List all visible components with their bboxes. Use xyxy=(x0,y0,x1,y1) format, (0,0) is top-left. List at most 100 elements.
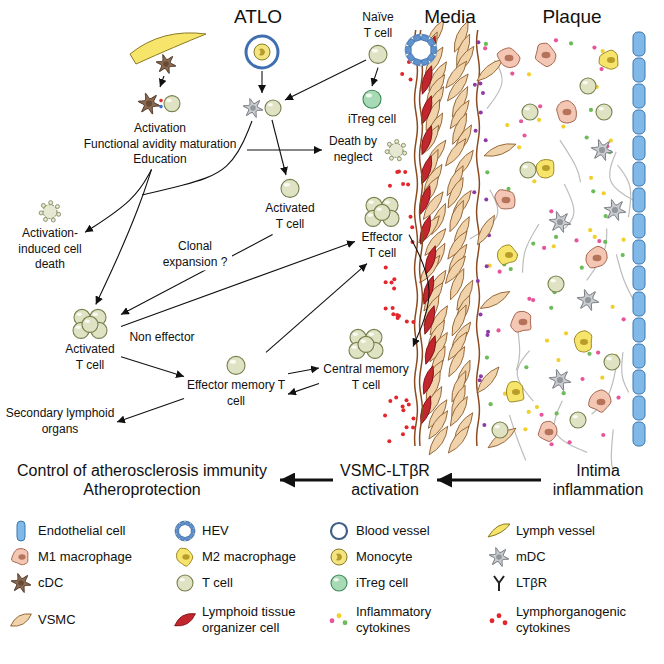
node-label: Activated T cell xyxy=(61,342,119,373)
node-texts: Effector memory T cell xyxy=(186,378,286,409)
t-cell xyxy=(522,104,538,120)
inflammatory-cytokine xyxy=(596,351,600,355)
elastic-lamina xyxy=(415,30,418,446)
inflammatory-cytokine xyxy=(621,238,625,242)
hev-cell xyxy=(406,46,411,53)
endothelial-cell xyxy=(633,292,645,316)
nucleus xyxy=(607,57,615,63)
legend-item: M2 macrophage xyxy=(172,546,330,568)
lymphorganogenic-cytokine xyxy=(400,72,404,76)
legend-item: LTβR xyxy=(486,572,656,594)
lymphorganogenic-cytokine xyxy=(390,280,394,284)
cell-highlight xyxy=(166,99,172,103)
inflammatory-cytokine xyxy=(601,49,605,53)
endothelial-cell xyxy=(633,266,645,290)
lymphorganogenic-cytokine xyxy=(395,170,399,174)
cell-node: ActivationFunctional avidity maturationE… xyxy=(75,89,245,168)
collagen-fiber xyxy=(510,415,526,460)
m1-macrophage xyxy=(511,311,531,332)
cell-highlight xyxy=(368,200,374,204)
lymphorganogenic-cytokine xyxy=(388,399,392,403)
legend-label: LTβR xyxy=(516,575,656,591)
node-label: Naïve T cell xyxy=(358,10,398,41)
inflammatory-cytokine xyxy=(574,238,578,242)
inflammatory-cytokine xyxy=(569,41,573,45)
cell-node: Activated T cell xyxy=(61,306,119,373)
inflammatory-cytokine xyxy=(531,241,535,245)
cytokine-dot xyxy=(474,129,478,133)
cell-highlight xyxy=(384,200,390,204)
cluster-icon xyxy=(362,194,402,228)
inflammatory-cytokine xyxy=(589,176,593,180)
t-icon xyxy=(367,44,389,66)
hev-cell xyxy=(176,533,181,539)
inflammatory-cytokine xyxy=(592,45,596,49)
endothelial-cell xyxy=(633,214,645,238)
legend-icon xyxy=(8,572,34,594)
inflammatory-cytokine xyxy=(484,42,488,46)
cell-highlight xyxy=(367,213,373,217)
legend-label: VSMC xyxy=(38,612,166,628)
lymphorganogenic-cytokine xyxy=(392,286,396,290)
arrow-connector xyxy=(247,149,322,150)
mdc xyxy=(577,290,599,311)
mdc xyxy=(489,548,509,567)
nucleus xyxy=(18,580,24,586)
inflammatory-cytokine xyxy=(611,305,615,309)
nucleus xyxy=(163,61,169,67)
legend-item: M1 macrophage xyxy=(8,546,166,568)
apoptotic-bleb xyxy=(57,212,61,216)
monocyte xyxy=(331,549,347,565)
node-texts: Secondary lymphoid organs xyxy=(5,406,115,437)
inflammatory-cytokine xyxy=(489,402,493,406)
legend-icon xyxy=(172,609,198,631)
nucleus xyxy=(250,105,256,111)
m2-macrophage xyxy=(536,160,553,178)
lymphorganogenic-cytokine xyxy=(405,319,409,323)
apoptotic-bleb xyxy=(389,156,393,160)
text-node: Intima inflammation xyxy=(543,461,653,499)
lymphorganogenic-cytokine xyxy=(401,408,405,412)
nucleus xyxy=(182,554,189,559)
lymphorganogenic-cytokine xyxy=(410,225,414,229)
legend-item: Lymphoid tissue organizer cell xyxy=(172,604,330,637)
inflammatory-cytokine xyxy=(585,135,589,139)
inflammatory-cytokine xyxy=(555,411,559,415)
inflammatory-cytokine xyxy=(539,413,543,417)
endothelial-cell xyxy=(633,162,645,186)
inflammatory-cytokine xyxy=(604,214,608,218)
node-label: Death by neglect xyxy=(324,134,382,165)
inflammatory-cytokine xyxy=(524,365,528,369)
t-cell xyxy=(570,412,586,428)
legend-label: HEV xyxy=(202,523,330,539)
legend-label: Blood vessel xyxy=(356,523,486,539)
t-cell xyxy=(281,179,299,197)
legend-icon xyxy=(326,546,352,568)
edge-label: Clonal expansion ? xyxy=(158,239,232,270)
hev-cell xyxy=(191,529,194,533)
lymphorganogenic-cytokine xyxy=(384,306,388,310)
collagen-fiber xyxy=(560,140,581,182)
lt-beta-receptor xyxy=(494,576,504,591)
vsmc xyxy=(478,288,512,313)
vsmc xyxy=(425,424,451,457)
mdc xyxy=(549,212,571,233)
cell-node: Effector T cell xyxy=(357,194,407,261)
lymphorganogenic-cytokine xyxy=(388,184,392,188)
legend-icon xyxy=(8,520,34,542)
m2-macrophage xyxy=(498,245,518,265)
t-cell xyxy=(374,204,390,220)
nucleus xyxy=(18,554,25,559)
lymphorganogenic-cytokine xyxy=(384,265,388,269)
apoptotic-bleb xyxy=(43,217,47,221)
arrow-connector xyxy=(85,169,152,232)
nucleus xyxy=(502,197,511,204)
cytokine-dot xyxy=(479,374,483,378)
cell-highlight xyxy=(372,49,378,53)
cytokine-dot xyxy=(337,614,342,619)
legend-label: cDC xyxy=(38,575,166,591)
apoptotic-bleb xyxy=(385,149,389,153)
arrow-connector xyxy=(96,169,152,304)
mdc xyxy=(591,140,613,161)
cell-node: Activation-induced cell death xyxy=(17,200,83,273)
